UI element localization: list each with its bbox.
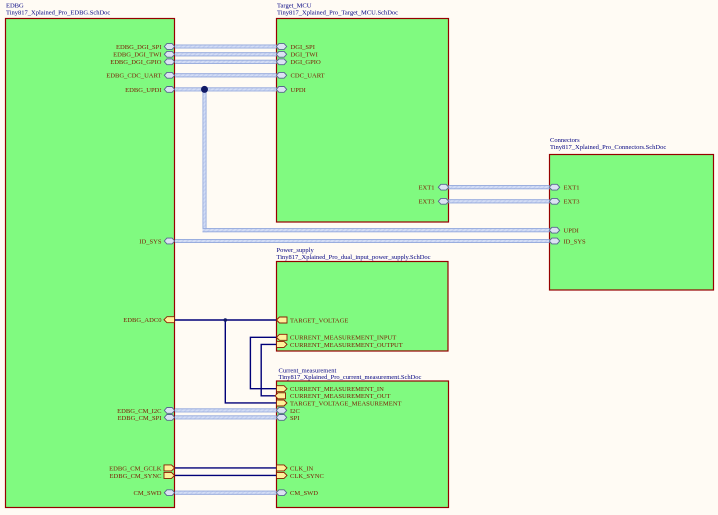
svg-text:EDBG_CDC_UART: EDBG_CDC_UART [106, 73, 161, 80]
svg-text:EDBG_DGI_TWI: EDBG_DGI_TWI [113, 52, 161, 59]
svg-text:CURRENT_MEASUREMENT_INPUT: CURRENT_MEASUREMENT_INPUT [290, 335, 396, 342]
svg-text:UPDI: UPDI [564, 228, 579, 235]
svg-text:DGI_SPI: DGI_SPI [291, 44, 315, 51]
svg-text:EDBG: EDBG [6, 3, 24, 10]
svg-text:EDBG_DGI_GPIO: EDBG_DGI_GPIO [110, 59, 162, 66]
svg-text:Tiny817_Xplained_Pro_EDBG.SchD: Tiny817_Xplained_Pro_EDBG.SchDoc [6, 9, 110, 16]
svg-text:Current_measurement: Current_measurement [279, 368, 337, 375]
svg-text:CURRENT_MEASUREMENT_IN: CURRENT_MEASUREMENT_IN [290, 386, 384, 393]
svg-text:Tiny817_Xplained_Pro_Connector: Tiny817_Xplained_Pro_Connectors.SchDoc [550, 144, 666, 151]
svg-text:CDC_UART: CDC_UART [291, 73, 325, 80]
svg-text:EDBG_CM_SPI: EDBG_CM_SPI [117, 415, 161, 422]
svg-text:SPI: SPI [290, 415, 299, 422]
svg-text:EXT1: EXT1 [419, 185, 435, 192]
svg-text:TARGET_VOLTAGE_MEASUREMENT: TARGET_VOLTAGE_MEASUREMENT [290, 400, 401, 407]
svg-text:EDBG_ADC0: EDBG_ADC0 [123, 317, 162, 324]
svg-text:DGI_GPIO: DGI_GPIO [291, 59, 321, 66]
svg-text:CLK_SYNC: CLK_SYNC [290, 473, 324, 480]
svg-text:EXT3: EXT3 [419, 199, 436, 206]
svg-text:EDBG_UPDI: EDBG_UPDI [125, 87, 161, 94]
svg-text:Tiny817_Xplained_Pro_Target_MC: Tiny817_Xplained_Pro_Target_MCU.SchDoc [277, 9, 398, 16]
svg-text:UPDI: UPDI [291, 87, 306, 94]
svg-text:CM_SWD: CM_SWD [290, 490, 318, 497]
svg-text:EXT1: EXT1 [564, 185, 580, 192]
svg-text:EDBG_CM_SYNC: EDBG_CM_SYNC [109, 473, 161, 480]
svg-text:CURRENT_MEASUREMENT_OUT: CURRENT_MEASUREMENT_OUT [290, 393, 390, 400]
svg-text:TARGET_VOLTAGE: TARGET_VOLTAGE [290, 317, 348, 324]
svg-text:CURRENT_MEASUREMENT_OUTPUT: CURRENT_MEASUREMENT_OUTPUT [290, 342, 403, 349]
svg-text:Target_MCU: Target_MCU [277, 3, 312, 10]
svg-text:Tiny817_Xplained_Pro_current_m: Tiny817_Xplained_Pro_current_measurement… [279, 374, 422, 381]
svg-text:DGI_TWI: DGI_TWI [291, 52, 318, 59]
svg-text:ID_SYS: ID_SYS [139, 238, 162, 245]
svg-text:EXT3: EXT3 [564, 199, 581, 206]
svg-text:CLK_IN: CLK_IN [290, 465, 314, 472]
svg-text:Connectors: Connectors [550, 137, 580, 144]
svg-text:CM_SWD: CM_SWD [133, 490, 161, 497]
svg-text:EDBG_CM_I2C: EDBG_CM_I2C [117, 408, 161, 415]
svg-text:Tiny817_Xplained_Pro_dual_inpu: Tiny817_Xplained_Pro_dual_input_power_su… [277, 254, 431, 261]
svg-text:EDBG_CM_GCLK: EDBG_CM_GCLK [109, 465, 162, 472]
svg-text:EDBG_DGI_SPI: EDBG_DGI_SPI [116, 44, 161, 51]
svg-text:I2C: I2C [290, 408, 300, 415]
svg-text:ID_SYS: ID_SYS [564, 238, 587, 245]
svg-text:Power_supply: Power_supply [277, 247, 315, 254]
